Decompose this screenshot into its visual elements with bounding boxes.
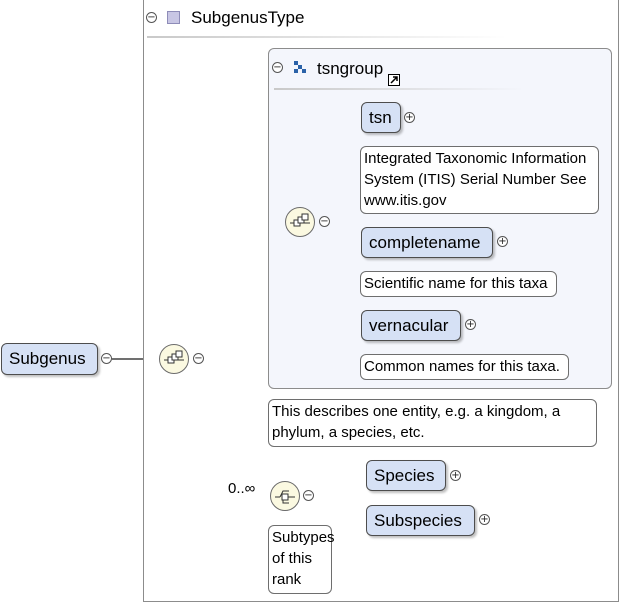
element-label: Species: [374, 465, 435, 485]
element-vernacular[interactable]: vernacular: [361, 310, 461, 341]
group-icon: [294, 61, 306, 73]
sequence-compositor-icon: [164, 350, 184, 364]
element-label: Subspecies: [374, 510, 462, 530]
element-label: completename: [369, 232, 481, 252]
choice-compositor[interactable]: [270, 481, 300, 511]
expand-icon[interactable]: +: [497, 236, 508, 247]
collapse-icon[interactable]: −: [193, 353, 204, 364]
element-species[interactable]: Species: [366, 460, 446, 491]
complex-type-name: SubgenusType: [191, 8, 305, 27]
expand-icon[interactable]: +: [450, 470, 461, 481]
annotation-completename: Scientific name for this taxa: [360, 271, 557, 297]
expand-icon[interactable]: +: [404, 112, 415, 123]
complex-type-header-divider: [147, 36, 507, 38]
link-arrow-icon[interactable]: [388, 74, 400, 86]
sequence-compositor[interactable]: [159, 344, 189, 374]
collapse-icon[interactable]: −: [272, 62, 283, 73]
sequence-compositor-icon: [290, 213, 310, 227]
collapse-icon[interactable]: −: [146, 12, 157, 23]
element-label: vernacular: [369, 315, 449, 335]
collapse-icon[interactable]: −: [303, 490, 314, 501]
expand-icon[interactable]: +: [465, 319, 476, 330]
root-element-subgenus[interactable]: Subgenus: [1, 343, 98, 375]
annotation-vernacular: Common names for this taxa.: [360, 354, 569, 380]
annotation-tsn: Integrated Taxonomic Information System …: [360, 146, 599, 214]
sequence-compositor[interactable]: [285, 207, 315, 237]
group-header-divider: [274, 88, 524, 90]
element-completename[interactable]: completename: [361, 227, 493, 258]
annotation-choice: Subtypes of this rank: [268, 525, 335, 594]
element-subspecies[interactable]: Subspecies: [366, 505, 475, 536]
element-tsn[interactable]: tsn: [361, 102, 401, 133]
choice-compositor-icon: [275, 490, 295, 504]
element-label: tsn: [369, 107, 392, 127]
collapse-icon[interactable]: −: [319, 216, 330, 227]
annotation-group: This describes one entity, e.g. a kingdo…: [268, 399, 597, 447]
multiplicity-label: 0..∞: [228, 480, 256, 497]
expand-icon[interactable]: +: [479, 514, 490, 525]
element-label: Subgenus: [9, 349, 86, 368]
collapse-icon[interactable]: −: [101, 353, 112, 364]
group-name: tsngroup: [317, 59, 384, 78]
complex-type-icon: [167, 11, 180, 24]
